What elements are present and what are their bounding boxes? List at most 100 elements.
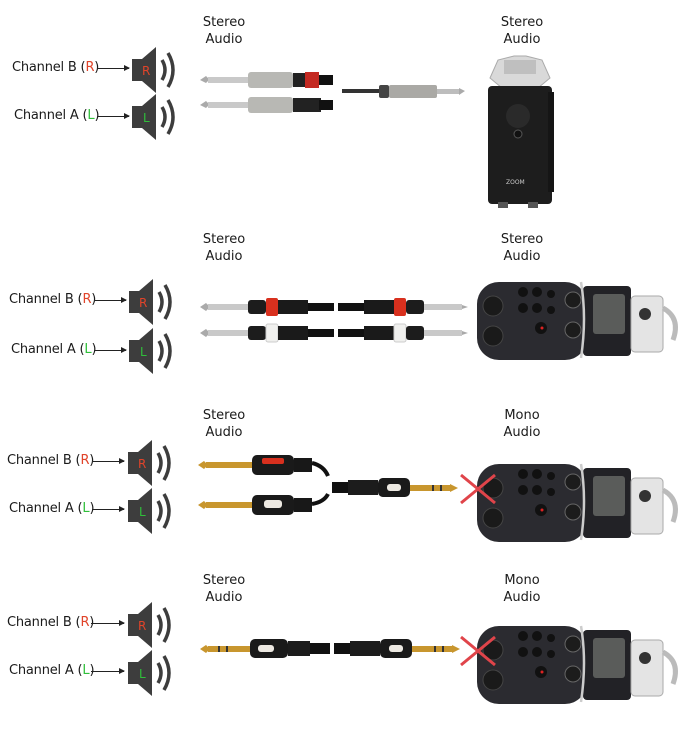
arrow-icon — [91, 668, 125, 674]
label-text: Channel B ( — [12, 60, 86, 75]
channel-a-label: Channel A (L) — [14, 108, 100, 123]
label-text: ) — [89, 453, 94, 468]
label-text: Channel A ( — [11, 342, 85, 357]
channel-a-label: Channel A (L) — [9, 501, 95, 516]
header-line: Stereo — [500, 232, 544, 247]
label-text: Channel A ( — [14, 108, 88, 123]
label-text: Channel B ( — [9, 292, 83, 307]
header-line: Stereo — [202, 232, 246, 247]
source-header: Stereo Audio — [184, 572, 264, 606]
ts-plug-red-gold — [198, 455, 330, 477]
label-letter: R — [80, 453, 90, 468]
speaker-letter: R — [138, 457, 146, 471]
label-text: ) — [89, 615, 94, 630]
header-line: Audio — [205, 425, 243, 440]
dual-ts-gold-plugs — [198, 455, 330, 515]
device-header: Mono Audio — [482, 572, 562, 606]
dual-ts-to-dual-ts-cable — [200, 298, 468, 343]
header-line: Stereo — [500, 15, 544, 30]
speaker-right-icon: R — [128, 602, 171, 648]
speaker-letter: L — [139, 667, 146, 681]
cross-mark-icon — [460, 635, 496, 667]
ts-plug-left-white — [200, 323, 334, 343]
channel-b-label: Channel B (R) — [12, 60, 99, 75]
cross-mark-icon — [460, 473, 496, 505]
header-line: Audio — [503, 249, 541, 264]
channel-b-label: Channel B (R) — [9, 292, 96, 307]
zoom-h5-recorder — [477, 281, 678, 360]
zoom-h5-recorder — [477, 625, 678, 704]
channel-b-label: Channel B (R) — [7, 453, 94, 468]
arrow-icon — [94, 347, 127, 353]
header-line: Audio — [503, 32, 541, 47]
speaker-letter: L — [143, 111, 150, 125]
label-text: ) — [89, 663, 94, 678]
svg-text:ZOOM: ZOOM — [506, 179, 525, 186]
speaker-letter: R — [142, 64, 150, 78]
label-text: Channel A ( — [9, 663, 83, 678]
arrow-icon — [91, 620, 125, 626]
ts-plug-white-gold — [198, 492, 330, 515]
label-letter: R — [82, 292, 92, 307]
label-text: Channel B ( — [7, 615, 81, 630]
channel-a-label: Channel A (L) — [9, 663, 95, 678]
label-text: ) — [91, 292, 96, 307]
source-header: Stereo Audio — [184, 14, 264, 48]
label-letter: R — [85, 60, 95, 75]
speaker-left-icon: L — [132, 94, 175, 140]
speaker-right-icon: R — [128, 440, 171, 486]
label-text: Channel A ( — [9, 501, 83, 516]
ts-plug-left-red — [200, 298, 334, 316]
zoom-h5-recorder — [477, 463, 678, 542]
arrow-icon — [97, 65, 130, 71]
channel-a-label: Channel A (L) — [11, 342, 97, 357]
label-text: ) — [94, 60, 99, 75]
label-letter: L — [82, 501, 90, 516]
speaker-left-icon: L — [128, 488, 171, 534]
header-line: Stereo — [202, 408, 246, 423]
speaker-left-icon: L — [129, 328, 172, 374]
mini-trs-plug — [342, 85, 465, 98]
device-header: Stereo Audio — [482, 14, 562, 48]
trs-gold-plug-left — [200, 639, 330, 658]
label-letter: L — [84, 342, 92, 357]
arrow-icon — [92, 458, 125, 464]
header-line: Stereo — [202, 15, 246, 30]
ts-plug-right-red — [338, 298, 468, 316]
header-line: Mono — [504, 573, 540, 588]
dual-ts-plug-cable — [200, 72, 333, 113]
label-text: Channel B ( — [7, 453, 81, 468]
label-text: ) — [94, 108, 99, 123]
ts-plug-red — [200, 72, 333, 88]
device-header: Mono Audio — [482, 407, 562, 441]
source-header: Stereo Audio — [184, 407, 264, 441]
label-text: ) — [89, 501, 94, 516]
label-text: ) — [91, 342, 96, 357]
device-header: Stereo Audio — [482, 231, 562, 265]
speaker-right-icon: R — [132, 47, 175, 93]
label-letter: L — [82, 663, 90, 678]
header-line: Stereo — [202, 573, 246, 588]
header-line: Audio — [205, 590, 243, 605]
header-line: Mono — [504, 408, 540, 423]
ts-plug-right-white — [338, 323, 468, 343]
speaker-letter: R — [139, 296, 147, 310]
speaker-letter: R — [138, 619, 146, 633]
speaker-letter: L — [140, 345, 147, 359]
speaker-left-icon: L — [128, 650, 171, 696]
channel-b-label: Channel B (R) — [7, 615, 94, 630]
header-line: Audio — [205, 32, 243, 47]
arrow-icon — [94, 297, 127, 303]
label-letter: R — [80, 615, 90, 630]
trs-gold-plug — [332, 478, 458, 497]
speaker-letter: L — [139, 505, 146, 519]
label-letter: L — [87, 108, 95, 123]
header-line: Audio — [205, 249, 243, 264]
header-line: Audio — [503, 425, 541, 440]
trs-gold-plug-right — [334, 639, 460, 658]
speaker-right-icon: R — [129, 279, 172, 325]
source-header: Stereo Audio — [184, 231, 264, 265]
zoom-h4n-recorder: ZOOM — [488, 55, 554, 208]
arrow-icon — [97, 113, 130, 119]
arrow-icon — [92, 506, 125, 512]
